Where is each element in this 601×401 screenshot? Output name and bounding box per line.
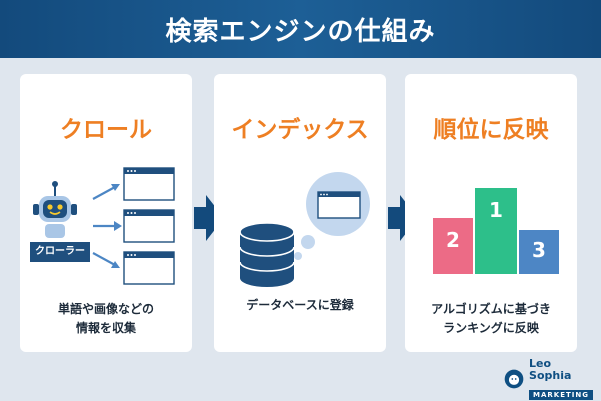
page-title: 検索エンジンの仕組み [165,16,436,47]
brand-logo: Leo Sophia MARKETING [503,357,593,400]
browser-window-icon [123,167,175,201]
podium-number: 2 [446,228,460,252]
crawl-arrows [92,184,122,268]
step-title-ranking: 順位に反映 [433,117,549,143]
caption-line: 情報を収集 [75,321,136,335]
caption-line: データベースに登録 [246,298,354,312]
step-card-ranking: 順位に反映 2 1 3 アルゴリズムに基づき ランキングに反映 [405,74,577,352]
podium-second: 2 [433,218,473,274]
flow-arrow-icon [388,195,418,241]
step-card-crawl: クロール [20,74,192,352]
lion-logo-icon [504,369,524,389]
step-title-index: インデックス [231,117,369,143]
title-bar: 検索エンジンの仕組み [0,0,601,58]
crawl-illustration [33,167,175,285]
crawler-label-text: クローラー [35,246,85,257]
podium-third: 3 [519,230,559,274]
flow-arrow-icon [194,195,224,241]
step-title-crawl: クロール [60,117,152,143]
podium-number: 3 [532,238,546,262]
logo-text: Leo Sophia MARKETING [529,356,593,401]
podium-number: 1 [489,198,503,222]
step-caption-crawl: 単語や画像などの 情報を収集 [20,300,192,338]
crawler-label: クローラー [30,242,90,262]
logo-tag: MARKETING [529,389,593,400]
step-card-index: インデックス データベースに登録 [214,74,386,352]
thought-bubble-icon [294,172,370,260]
caption-line: 単語や画像などの [57,302,154,316]
database-icon [239,222,295,287]
step-caption-index: データベースに登録 [214,296,386,315]
podium-first: 1 [475,188,517,274]
logo-name: Leo Sophia [529,356,572,382]
browser-window-icon [123,209,175,243]
browser-window-icon [123,251,175,285]
index-illustration [239,172,370,287]
podium: 2 1 3 [433,188,559,274]
caption-line: ランキングに反映 [443,321,539,335]
robot-icon [33,181,77,238]
step-caption-ranking: アルゴリズムに基づき ランキングに反映 [405,300,577,338]
caption-line: アルゴリズムに基づき [431,302,551,316]
